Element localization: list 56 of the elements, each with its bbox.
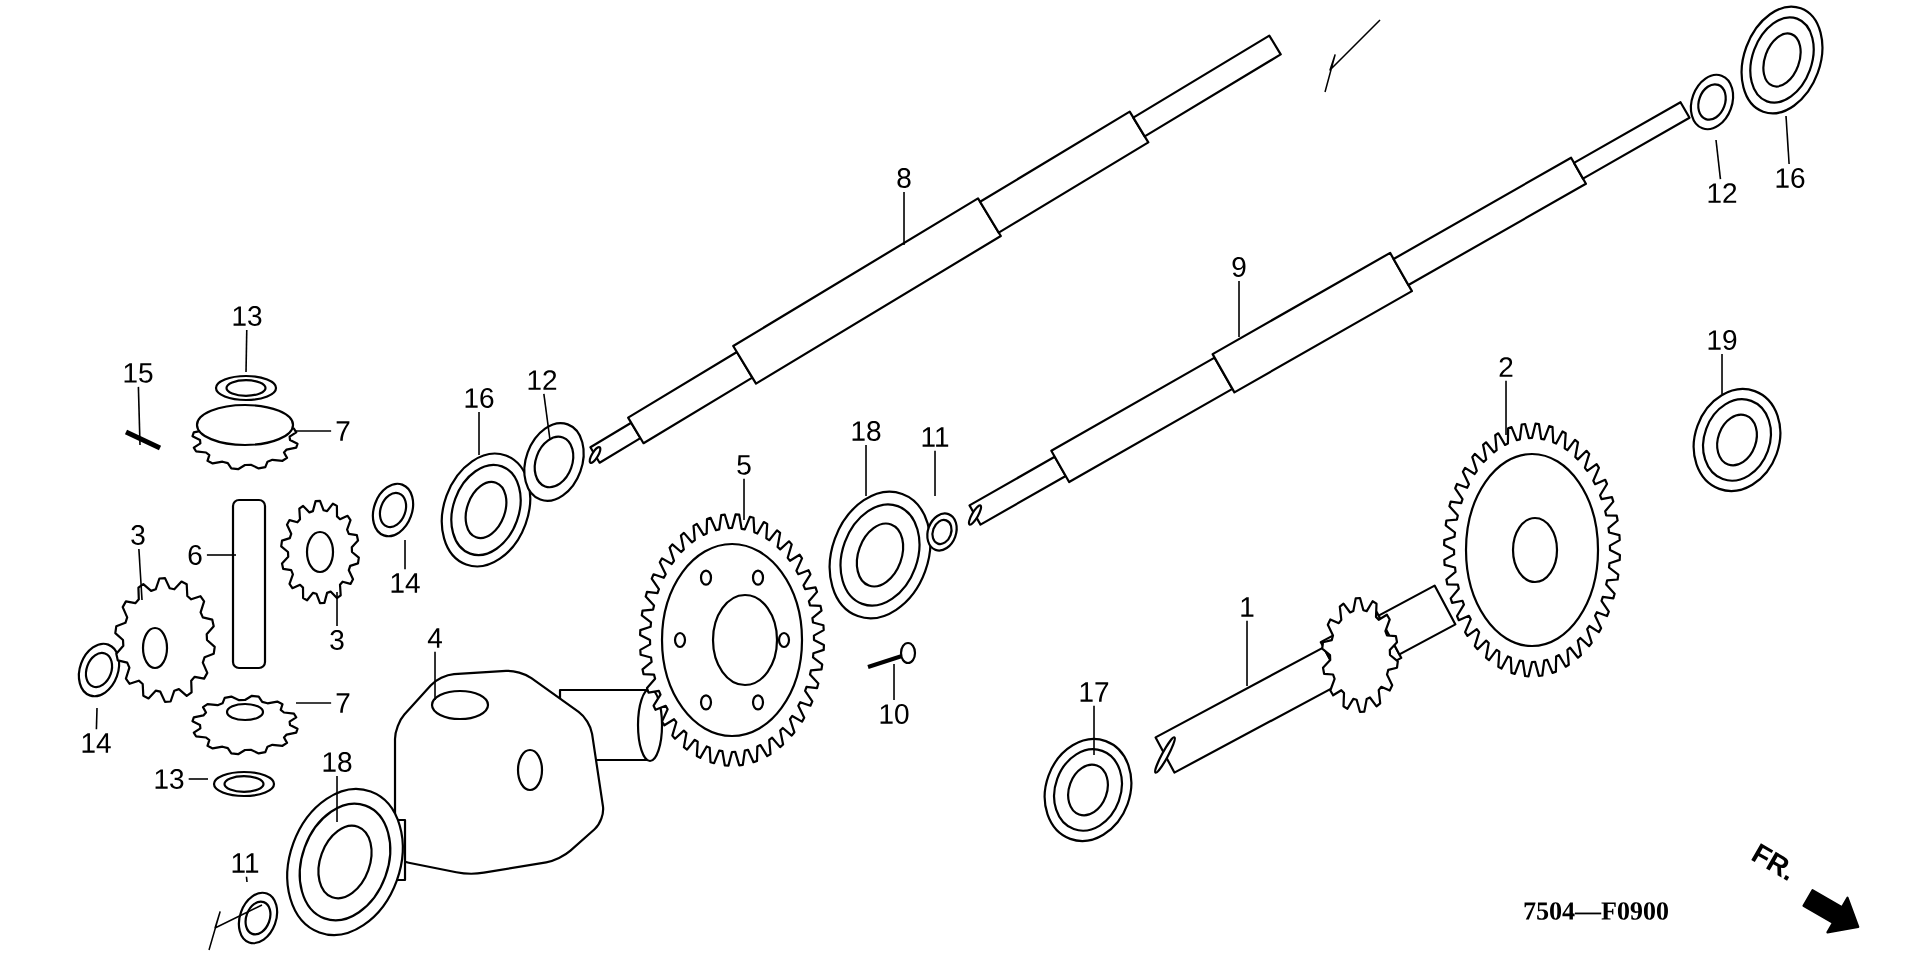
leader-line (245, 329, 248, 373)
callout-number: 8 (897, 168, 911, 188)
leader-line (404, 539, 406, 571)
callout-number: 9 (1232, 257, 1246, 277)
callout-number: 1 (1241, 597, 1254, 617)
leader-line (137, 386, 141, 446)
leader-line (1505, 380, 1507, 436)
callout-number: 2 (1499, 357, 1513, 377)
leader-line (187, 778, 209, 780)
callout-number: 13 (233, 306, 262, 326)
leader-line (1721, 353, 1723, 395)
callout-number: 3 (131, 525, 145, 545)
leader-line (95, 707, 98, 731)
callout-number: 18 (852, 421, 881, 441)
leader-line (903, 191, 905, 246)
callout-number: 7 (336, 421, 350, 441)
leader-line (865, 444, 867, 497)
leader-line (336, 591, 338, 627)
callout-number: 13 (155, 769, 184, 789)
leader-line (245, 875, 248, 883)
callout-number: 16 (1776, 168, 1805, 188)
callout-number: 17 (1080, 682, 1109, 702)
callout-number: 18 (323, 752, 352, 772)
leader-line (1093, 704, 1095, 756)
callout-number: 10 (880, 704, 909, 724)
leader-line (206, 554, 237, 556)
leader-line (434, 650, 436, 701)
leader-line (295, 702, 332, 704)
leader-line (1715, 139, 1722, 180)
drawing-code: 7504—F0900 (1524, 902, 1668, 920)
leader-line (295, 430, 332, 432)
leader-line (893, 663, 895, 701)
callout-number: 16 (465, 388, 494, 408)
leader-line (1785, 115, 1790, 165)
callout-number: 11 (922, 427, 949, 447)
callout-number: 3 (330, 630, 344, 650)
leader-line (478, 411, 480, 456)
leader-line (336, 775, 338, 823)
callout-number: 12 (528, 370, 557, 390)
leader-line (1238, 280, 1240, 338)
callout-number: 14 (391, 573, 420, 593)
callout-number: 7 (336, 693, 350, 713)
callout-number: 14 (82, 733, 111, 753)
leader-line (138, 548, 143, 601)
callout-number: 5 (737, 455, 751, 475)
callout-number: 19 (1708, 330, 1737, 350)
leader-line (743, 478, 745, 521)
leader-line (934, 449, 936, 497)
callout-number: 4 (427, 628, 442, 648)
callout-number: 15 (124, 363, 153, 383)
callout-number: 11 (232, 853, 259, 873)
direction-label: FR. (1751, 843, 1790, 881)
leader-line (1246, 619, 1248, 687)
callout-number: 6 (188, 545, 202, 565)
callout-number: 12 (1708, 183, 1737, 203)
leader-line (543, 393, 551, 441)
